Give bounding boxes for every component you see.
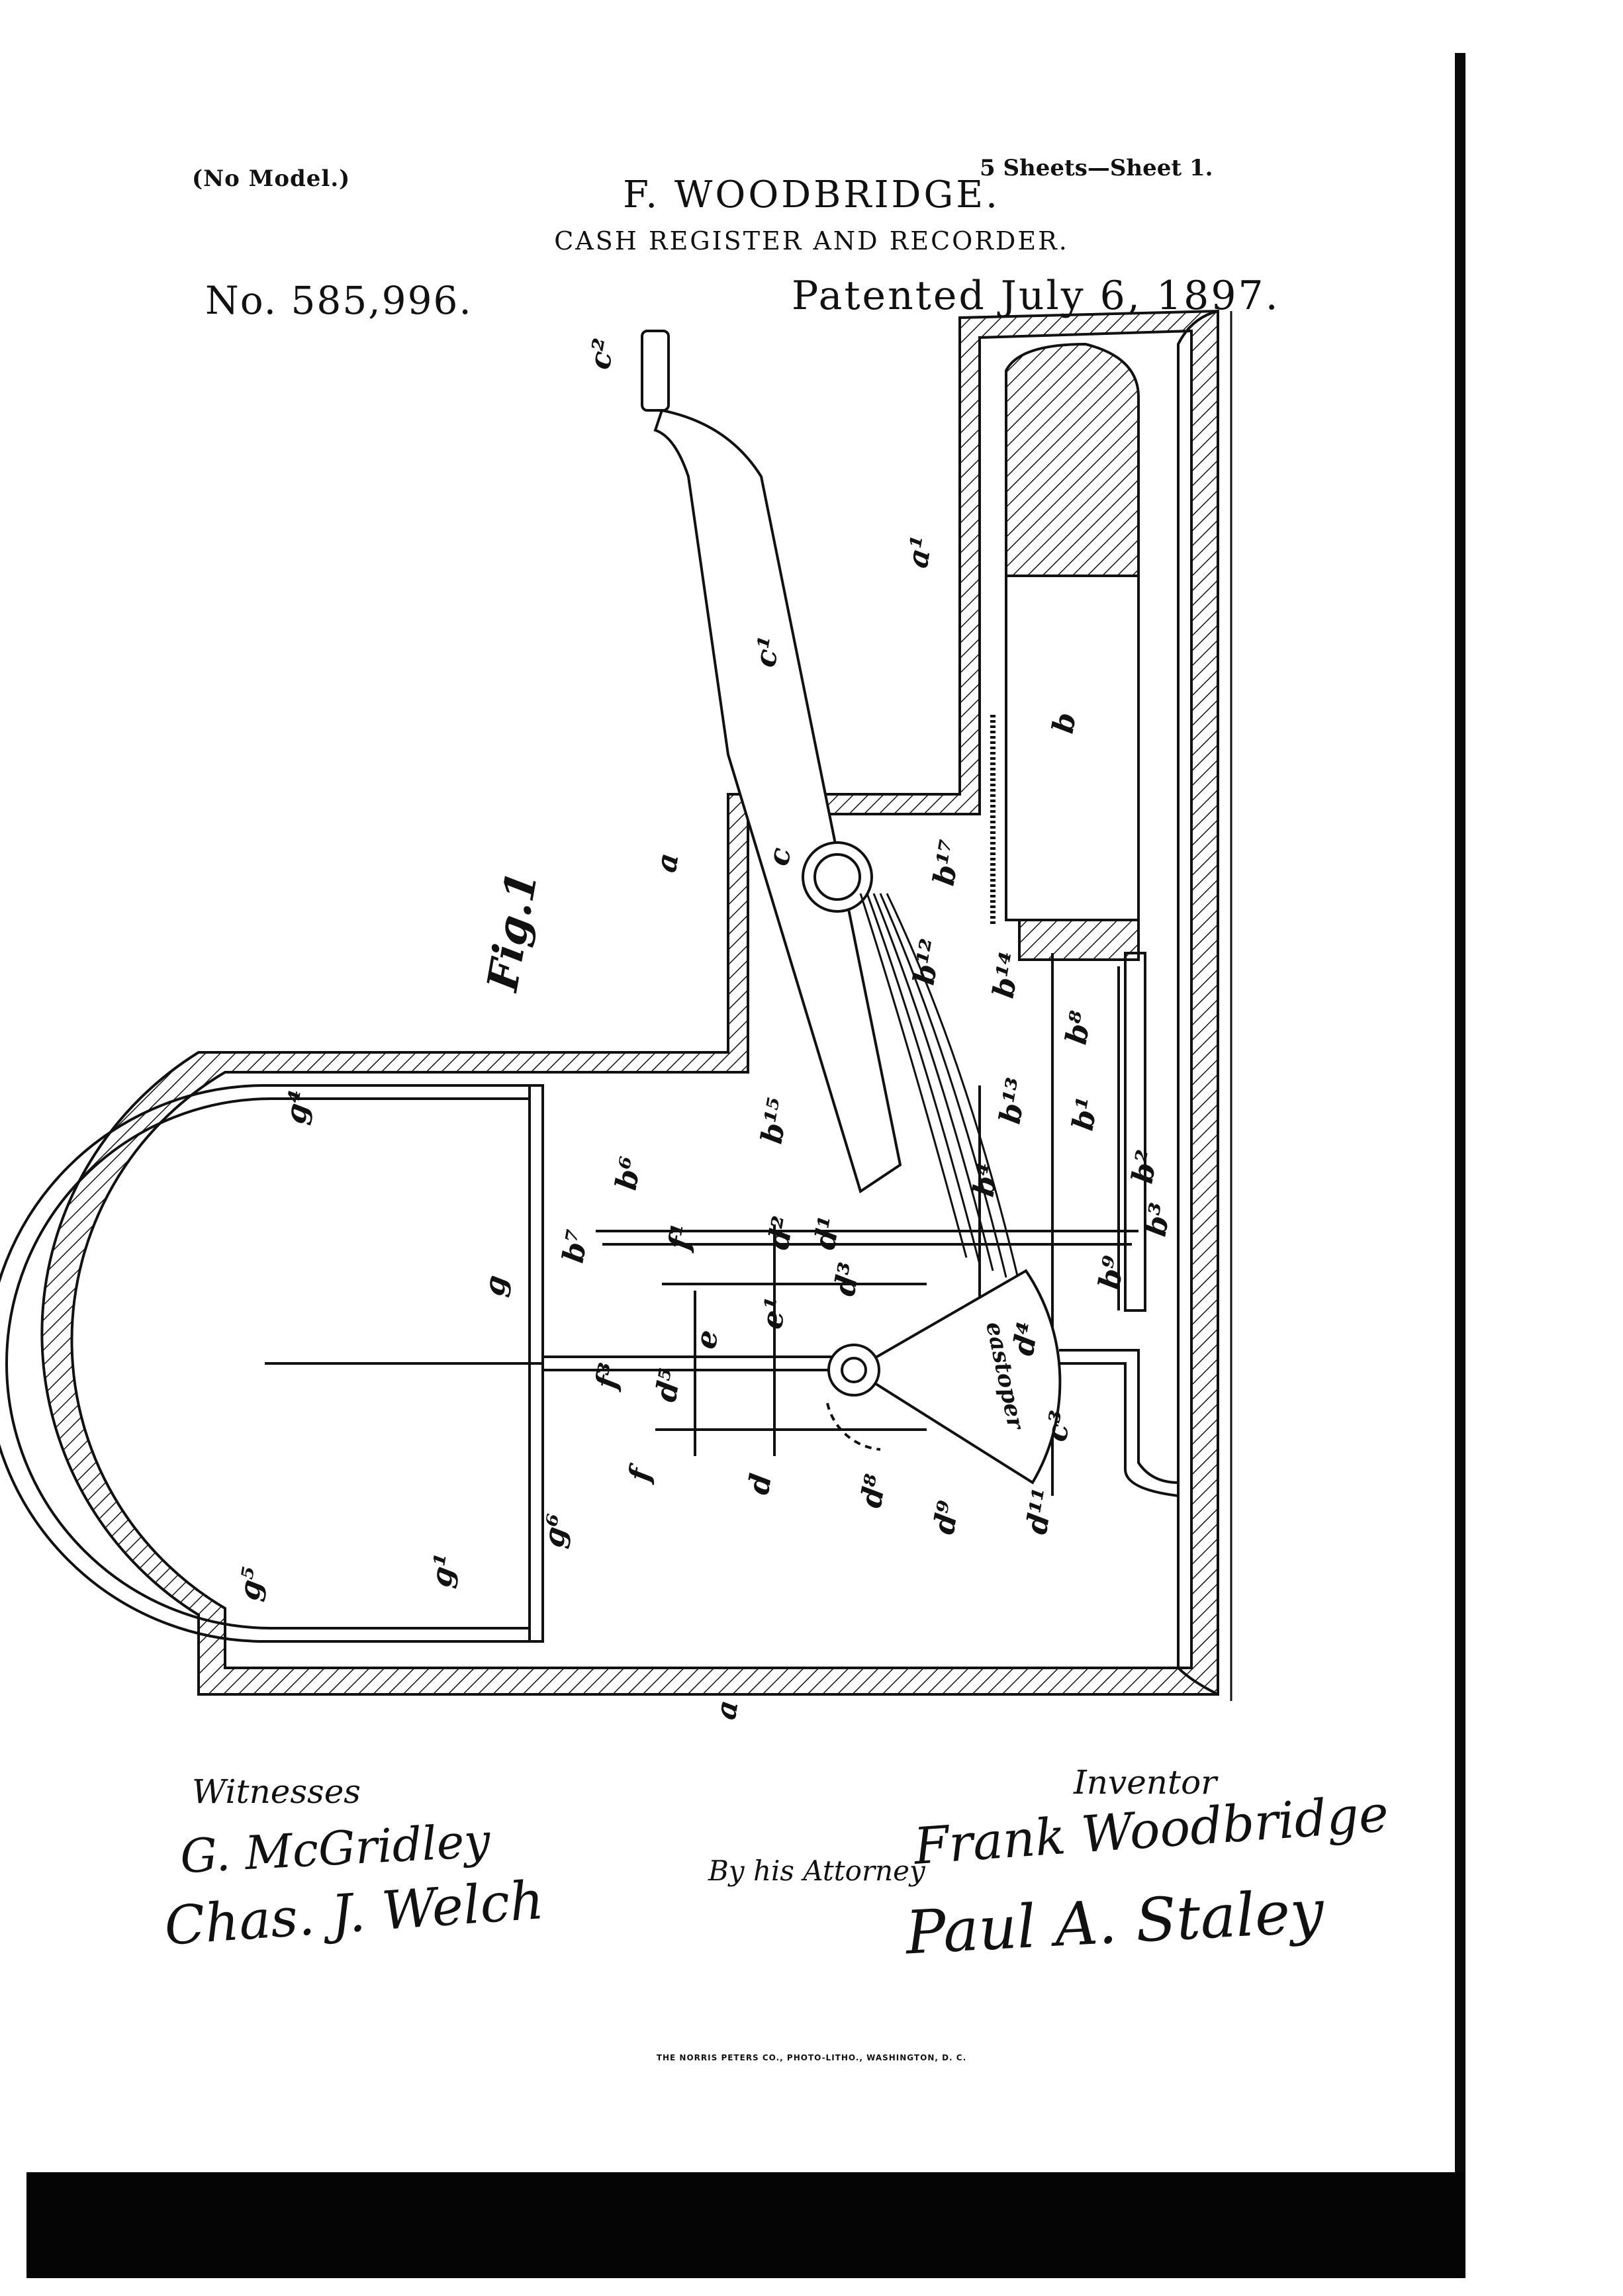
inventor-label: Inventor	[1074, 1763, 1217, 1802]
reference-label-d5: d⁵	[649, 1366, 688, 1404]
reference-label-c1: c¹	[749, 634, 787, 670]
reference-label-e1: e¹	[755, 1295, 794, 1332]
reference-label-d4: d⁴	[1007, 1320, 1046, 1358]
inventor-name: F. WOODBRIDGE.	[623, 173, 1000, 216]
lever-arm-c1	[641, 330, 902, 1194]
scan-black-band	[26, 2172, 1465, 2278]
reference-label-g5: g⁵	[232, 1565, 271, 1603]
reference-label-a: a	[649, 850, 686, 875]
sheet-count: 5 Sheets—Sheet 1.	[980, 155, 1213, 181]
page-border-right	[1455, 53, 1465, 2264]
by-attorney-label: By his Attorney	[708, 1855, 925, 1887]
reference-label-b7: b⁷	[557, 1227, 596, 1265]
cords	[859, 893, 1021, 1285]
reference-label-b4: b⁴	[967, 1161, 1006, 1199]
reference-label-b3: b³	[1139, 1201, 1178, 1239]
patent-number: No. 585,996.	[205, 278, 473, 323]
reference-label-d1: d¹	[808, 1214, 847, 1252]
printer-credit: THE NORRIS PETERS CO., PHOTO-LITHO., WAS…	[656, 2053, 967, 2062]
reference-label-c2: c²	[583, 336, 622, 372]
upper-drawer-b	[990, 342, 1140, 961]
reference-label-b14: b¹⁴	[987, 950, 1028, 1001]
base-column	[1059, 1349, 1179, 1497]
reference-label-g6: g⁶	[537, 1512, 576, 1550]
model-note: (No Model.)	[192, 165, 351, 192]
reference-label-b17: b¹⁷	[927, 837, 968, 888]
reference-label-b2: b²	[1126, 1148, 1165, 1186]
dome-cover-g	[0, 1084, 544, 1643]
patent-title: CASH REGISTER AND RECORDER.	[554, 226, 1069, 255]
sector-dial	[826, 1269, 1062, 1485]
reference-label-b13: b¹³	[994, 1076, 1035, 1126]
figure-label: Fig.1	[478, 868, 548, 996]
reference-label-g4: g⁴	[279, 1088, 318, 1126]
reference-label-b6: b⁶	[610, 1154, 649, 1193]
reference-label-a: a	[709, 1698, 745, 1722]
reference-label-b9: b⁹	[1093, 1254, 1132, 1292]
witnesses-label: Witnesses	[192, 1772, 361, 1811]
reference-label-d2: d²	[762, 1214, 801, 1252]
reference-label-d3: d³	[828, 1260, 867, 1299]
reference-label-d9: d⁹	[927, 1498, 966, 1537]
reference-label-b15: b¹⁵	[755, 1095, 796, 1146]
reference-label-d11: d¹¹	[1020, 1486, 1061, 1537]
reference-label-g1: g¹	[424, 1551, 463, 1590]
reference-label-c3: c³	[1040, 1408, 1078, 1444]
reference-label-d8: d⁸	[855, 1472, 894, 1510]
reference-letters: c² a¹ c¹ b a c b¹⁷ b¹² b¹⁴ b⁸ b¹⁵ b⁶ b¹³…	[232, 336, 1178, 1722]
reference-label-b12: b¹²	[907, 937, 949, 987]
reference-label-a1: a¹	[901, 533, 940, 571]
reference-label-b8: b⁸	[1060, 1009, 1099, 1047]
reference-label-b1: b¹	[1066, 1095, 1105, 1133]
